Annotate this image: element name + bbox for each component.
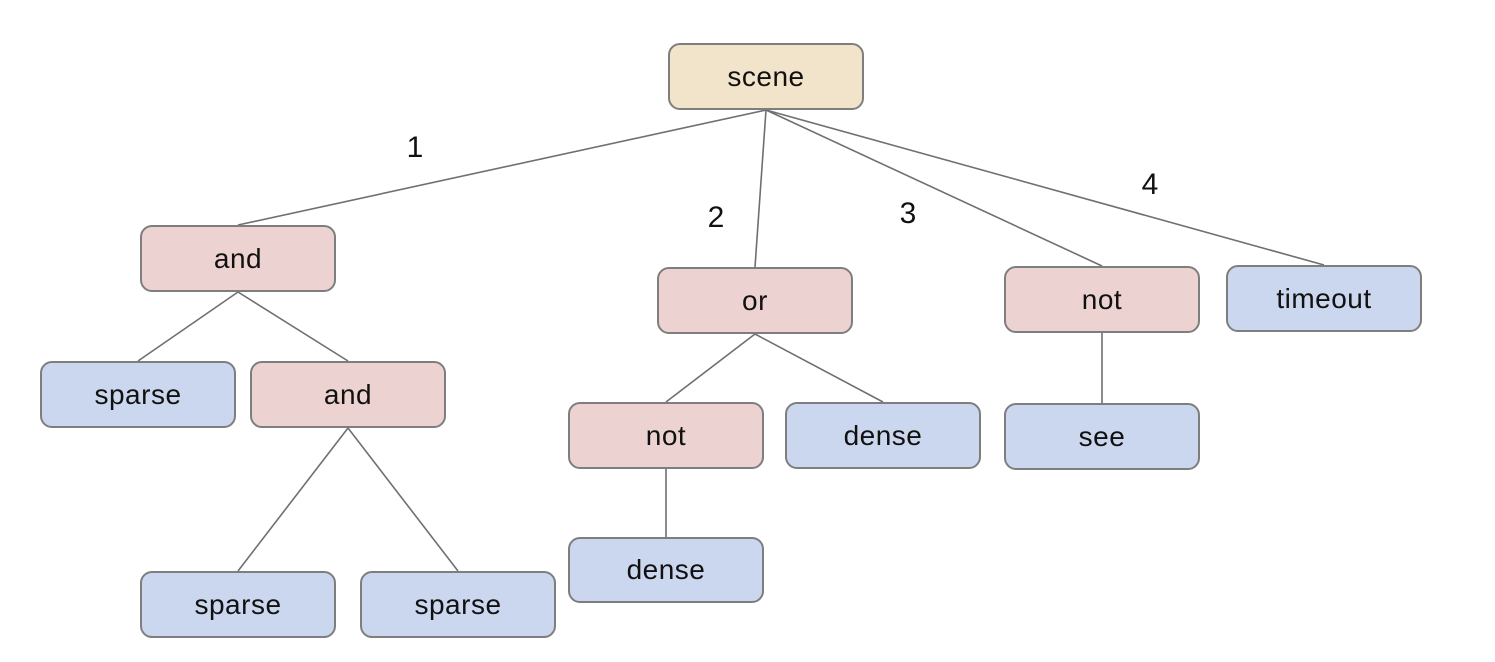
tree-node-label: scene [727, 60, 805, 92]
edge-scene-timeout1 [765, 109, 1325, 266]
tree-node-dense1: dense [785, 402, 981, 469]
edge-and2-sparse3 [347, 427, 459, 572]
tree-node-and2: and [250, 361, 446, 428]
tree-node-dense2: dense [568, 537, 764, 603]
edge-or1-not2 [665, 333, 756, 403]
edge-or1-dense1 [754, 333, 884, 403]
tree-node-label: and [323, 378, 373, 410]
tree-node-see1: see [1004, 403, 1200, 470]
tree-node-label: not [1081, 283, 1123, 315]
tree-node-timeout1: timeout [1226, 265, 1422, 332]
edge-scene-not1 [765, 109, 1103, 267]
tree-node-label: and [213, 242, 263, 274]
tree-node-label: see [1078, 420, 1126, 452]
tree-node-label: dense [626, 554, 706, 585]
edge-and2-sparse2 [237, 427, 349, 572]
tree-node-label: sparse [194, 588, 282, 620]
edge-label-2: 2 [707, 201, 725, 234]
tree-node-label: sparse [94, 378, 182, 410]
tree-node-scene: scene [668, 43, 864, 110]
tree-node-sparse1: sparse [40, 361, 236, 428]
tree-node-and1: and [140, 225, 336, 292]
tree-node-label: or [742, 284, 768, 316]
tree-node-sparse3: sparse [360, 571, 556, 638]
tree-node-label: sparse [414, 588, 502, 620]
edge-label-4: 4 [1141, 168, 1159, 201]
tree-node-sparse2: sparse [140, 571, 336, 638]
edge-and1-sparse1 [137, 291, 239, 362]
edge-scene-or1 [754, 109, 767, 268]
tree-node-or1: or [657, 267, 853, 334]
tree-node-not2: not [568, 402, 764, 469]
tree-node-not1: not [1004, 266, 1200, 333]
tree-node-label: timeout [1276, 282, 1372, 314]
edge-scene-and1 [237, 109, 767, 226]
tree-node-label: not [645, 419, 687, 451]
edge-label-1: 1 [406, 131, 424, 164]
tree-node-label: dense [843, 419, 923, 451]
edge-and1-and2 [237, 291, 349, 362]
edge-label-3: 3 [899, 197, 917, 230]
